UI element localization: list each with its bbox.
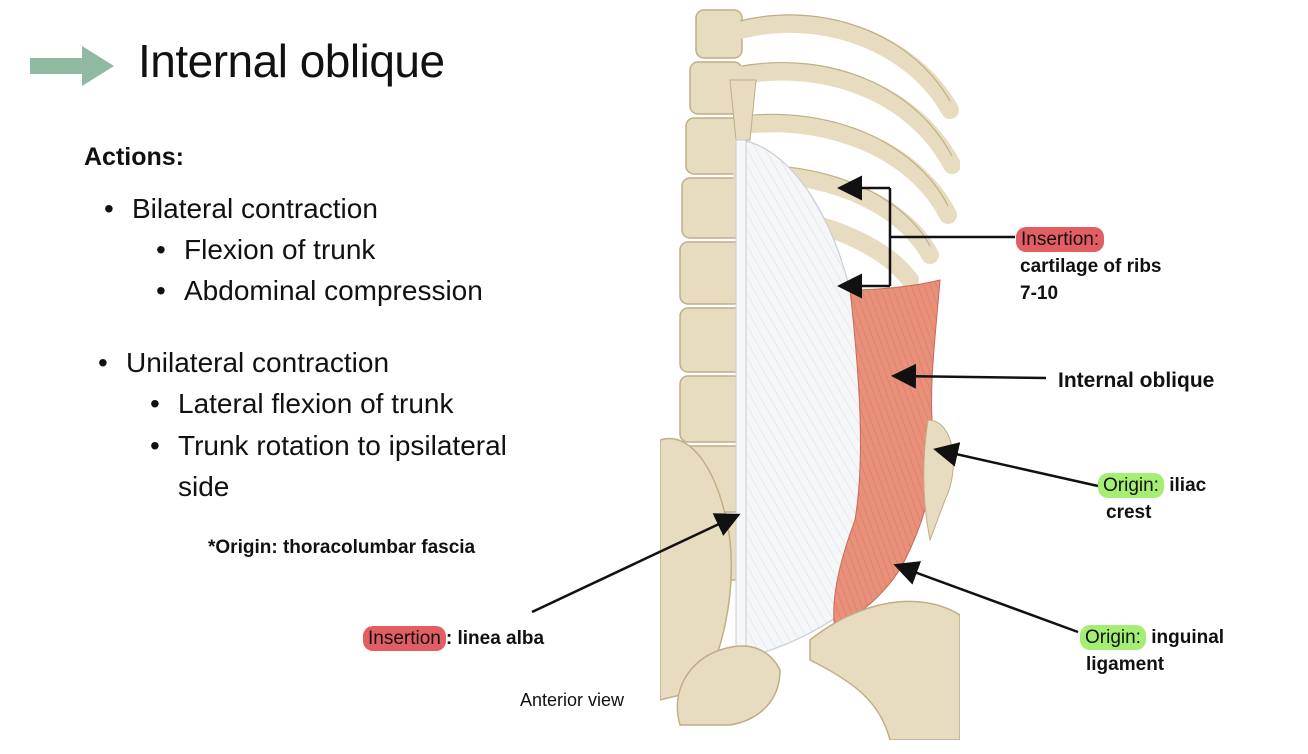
slide-title: Internal oblique [138, 35, 445, 87]
callout-muscle-label: Internal oblique [1058, 369, 1215, 392]
list-item: •Lateral flexion of trunk [150, 388, 454, 419]
insertion-tag: Insertion [363, 626, 446, 651]
bilateral-label: Bilateral contraction [132, 193, 378, 224]
callout-origin-iliac: Origin: iliac crest [1098, 472, 1206, 526]
callout-origin-inguinal: Origin: inguinal ligament [1080, 624, 1224, 678]
list-item: •Bilateral contraction [104, 193, 378, 224]
view-label: Anterior view [520, 690, 625, 710]
insertion-tag: Insertion: [1016, 227, 1105, 252]
callout-insertion-linea: Insertion: linea alba [363, 625, 544, 652]
list-item: •Unilateral contraction [98, 347, 390, 378]
list-item: •Flexion of trunk [156, 234, 376, 265]
actions-heading: Actions: [84, 143, 184, 171]
list-item-continuation: side [178, 471, 230, 502]
list-item: •Abdominal compression [156, 275, 483, 306]
unilateral-label: Unilateral contraction [126, 347, 390, 378]
origin-tag: Origin: [1098, 473, 1164, 498]
origin-tag: Origin: [1080, 625, 1146, 650]
origin-note: *Origin: thoracolumbar fascia [208, 537, 476, 558]
list-item: •Trunk rotation to ipsilateral [150, 430, 507, 461]
arrow-right-icon [30, 46, 114, 86]
callout-insertion-ribs: Insertion: cartilage of ribs 7-10 [1016, 226, 1162, 307]
